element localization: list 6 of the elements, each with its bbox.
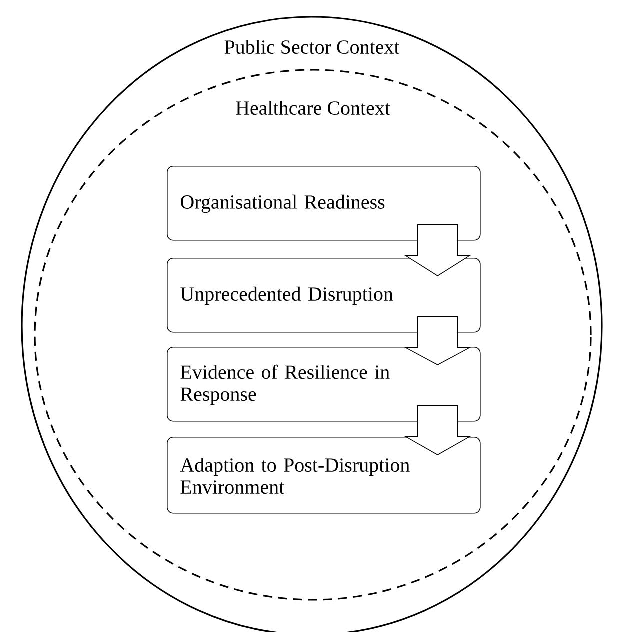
block-arrow bbox=[404, 224, 472, 276]
block-arrow bbox=[404, 316, 472, 366]
process-box: Evidence of Resilience in Response bbox=[167, 347, 481, 422]
process-box: Adaption to Post-Disruption Environment bbox=[167, 437, 481, 514]
process-box: Organisational Readiness bbox=[167, 166, 481, 241]
block-arrow bbox=[404, 405, 472, 456]
